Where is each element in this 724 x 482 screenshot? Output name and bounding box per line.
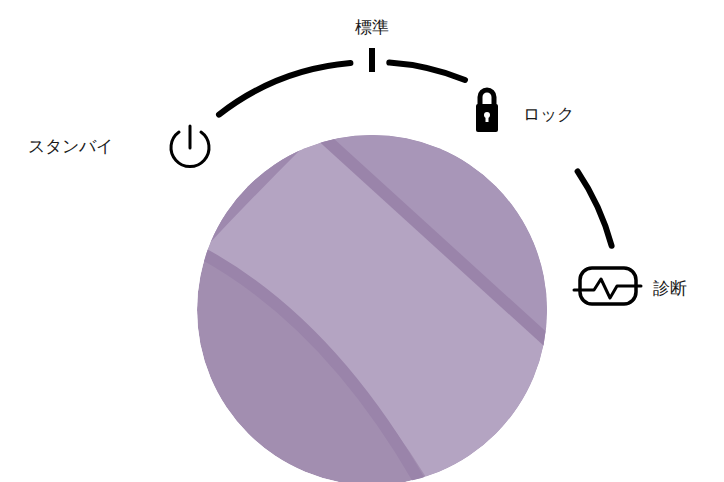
- knob: [150, 100, 560, 482]
- power-icon: [171, 126, 209, 166]
- mode-label: スタンバイ: [28, 136, 113, 156]
- diagnosis-icon: [574, 268, 641, 304]
- mode-label: 標準: [355, 17, 389, 37]
- mode-label: 診断: [653, 278, 687, 298]
- mode-label: ロック: [523, 104, 574, 124]
- lock-icon: [476, 90, 498, 132]
